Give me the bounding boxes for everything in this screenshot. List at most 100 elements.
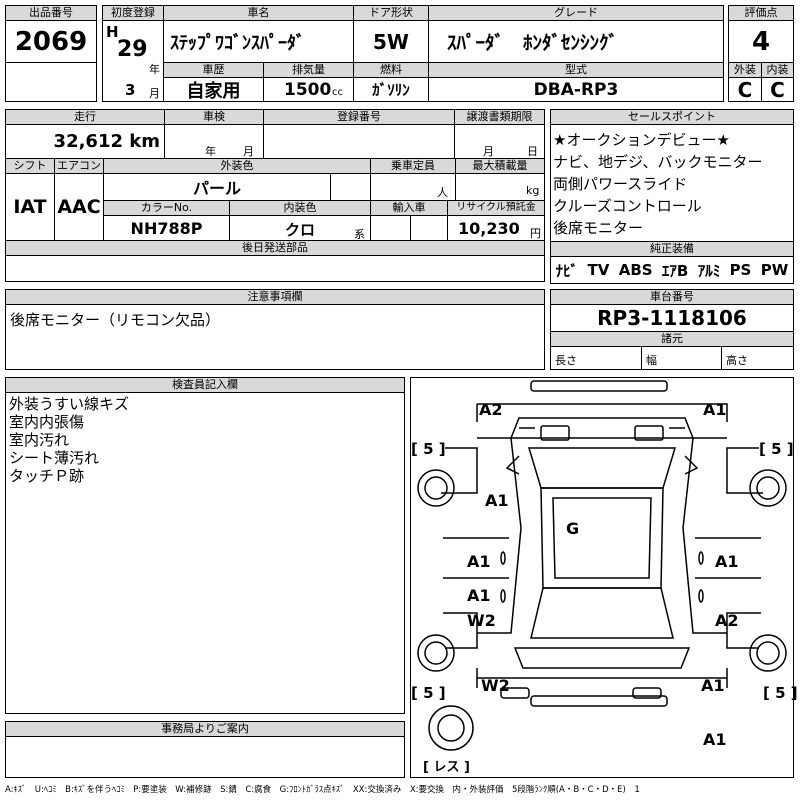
damage-mark: A1 bbox=[703, 730, 727, 749]
damage-mark: A1 bbox=[467, 552, 491, 571]
import-cell-2 bbox=[410, 215, 448, 241]
color: パール bbox=[103, 173, 331, 201]
transfer-day-unit: 日 bbox=[527, 145, 538, 158]
office-cell bbox=[5, 736, 405, 778]
equip-label: 純正装備 bbox=[550, 241, 794, 257]
intcolor-unit: 系 bbox=[354, 228, 365, 241]
model-label: 型式 bbox=[428, 62, 724, 78]
damage-mark: W2 bbox=[467, 611, 496, 630]
chassis-number: RP3-1118106 bbox=[550, 304, 794, 332]
sales-label: セールスポイント bbox=[550, 109, 794, 125]
model: DBA-RP3 bbox=[428, 77, 724, 102]
capacity-unit: 人 bbox=[437, 186, 448, 199]
notes-cell: 後席モニター（リモコン欠品） bbox=[5, 304, 545, 370]
equip-item: PS bbox=[729, 261, 752, 279]
inspect-label: 車検 bbox=[164, 109, 264, 125]
displacement: 1500 bbox=[284, 80, 332, 100]
inspector-label: 検査員記入欄 bbox=[5, 377, 405, 393]
ext-grade: C bbox=[728, 77, 762, 102]
ac: AAC bbox=[54, 173, 104, 241]
tire-tread-rl: [ 5 ] bbox=[411, 684, 446, 702]
equip-item: ﾅﾋﾞ bbox=[555, 261, 579, 280]
history: 自家用 bbox=[163, 77, 264, 102]
chassis-label: 車台番号 bbox=[550, 289, 794, 305]
inspector-line: 外装うすい線キズ bbox=[9, 395, 130, 413]
ac-label: エアコン bbox=[54, 158, 104, 174]
spec-width: 幅 bbox=[646, 354, 657, 367]
int-grade: C bbox=[761, 77, 794, 102]
sales-item: クルーズコントロール bbox=[553, 197, 702, 215]
later-parts-label: 後日発送部品 bbox=[5, 240, 545, 256]
color-extra bbox=[330, 173, 371, 201]
intcolor-label: 内装色 bbox=[229, 200, 371, 216]
damage-mark: G bbox=[566, 519, 580, 538]
import-cell-1 bbox=[370, 215, 411, 241]
damage-diagram: A2 A1 A1 G A1 A1 A1 W2 A2 W2 A1 A1 [ 5 ]… bbox=[410, 377, 798, 778]
shift-label: シフト bbox=[5, 158, 55, 174]
inspector-line: 室内汚れ bbox=[9, 431, 70, 449]
lot-number: 2069 bbox=[5, 20, 97, 63]
reg-year: 29 bbox=[117, 37, 148, 62]
import-label: 輸入車 bbox=[370, 200, 448, 216]
shift: IAT bbox=[5, 173, 55, 241]
mileage-label: 走行 bbox=[5, 109, 165, 125]
ext-label: 外装 bbox=[728, 62, 762, 78]
damage-mark: A1 bbox=[467, 586, 491, 605]
damage-mark: A1 bbox=[703, 400, 727, 419]
office-label: 事務局よりご案内 bbox=[5, 721, 405, 737]
damage-mark: A2 bbox=[715, 611, 739, 630]
inspector-line: 室内内張傷 bbox=[9, 413, 85, 431]
inspector-notes: 外装うすい線キズ 室内内張傷 室内汚れ シート薄汚れ タッチＰ跡 bbox=[5, 392, 405, 714]
regno-label: 登録番号 bbox=[263, 109, 455, 125]
legend: A:ｷｽﾞ U:ﾍｺﾐ B:ｷｽﾞを伴うﾍｺﾐ P:要塗装 W:補修跡 S:錆 … bbox=[5, 785, 640, 795]
capacity-cell: 人 bbox=[370, 173, 456, 201]
sales-list: ★オークションデビュー★ ナビ、地デジ、バックモニター 両側パワースライド クル… bbox=[550, 124, 794, 242]
sales-item: ナビ、地デジ、バックモニター bbox=[553, 153, 763, 171]
lot-label: 出品番号 bbox=[5, 5, 97, 21]
recycle-label: リサイクル預託金 bbox=[447, 200, 545, 216]
spec-length: 長さ bbox=[555, 354, 577, 367]
sales-item: ★オークションデビュー★ bbox=[553, 131, 730, 149]
equip-list: ﾅﾋﾞ TV ABS ｴｱB ｱﾙﾐ PS PW bbox=[550, 256, 794, 284]
fuel: ｶﾞｿﾘﾝ bbox=[353, 77, 429, 102]
recycle-fee: 10,230 bbox=[458, 219, 520, 238]
car-outline bbox=[417, 380, 787, 751]
inspector-line: シート薄汚れ bbox=[9, 449, 100, 467]
door-label: ドア形状 bbox=[353, 5, 429, 21]
lot-blank bbox=[5, 62, 97, 102]
transfer-cell: 月 日 bbox=[454, 124, 545, 159]
tire-tread-fl: [ 5 ] bbox=[411, 440, 446, 458]
load-cell: kg bbox=[455, 173, 545, 201]
disp-unit: cc bbox=[332, 87, 343, 98]
fuel-label: 燃料 bbox=[353, 62, 429, 78]
equip-item: ｴｱB bbox=[661, 261, 689, 280]
reg-label: 初度登録 bbox=[102, 5, 164, 21]
history-label: 車歴 bbox=[163, 62, 264, 78]
equip-item: ABS bbox=[618, 261, 653, 279]
sales-item: 後席モニター bbox=[553, 219, 644, 237]
intcolor-cell: クロ 系 bbox=[229, 215, 371, 241]
mileage: 32,612 km bbox=[5, 124, 165, 159]
load-unit: kg bbox=[526, 184, 540, 197]
reg-month: 3 bbox=[125, 81, 136, 99]
regno-cell bbox=[263, 124, 455, 159]
reg-cell: H 29 年 3 月 bbox=[102, 20, 164, 102]
transfer-month-unit: 月 bbox=[483, 145, 494, 158]
damage-mark: A1 bbox=[485, 491, 509, 510]
tire-tread-fr: [ 5 ] bbox=[759, 440, 794, 458]
recycle-unit: 円 bbox=[530, 227, 541, 240]
inspector-line: タッチＰ跡 bbox=[9, 467, 85, 485]
colorno: NH788P bbox=[103, 215, 230, 241]
spec-height: 高さ bbox=[726, 354, 748, 367]
spare-tire: [ レス ] bbox=[423, 760, 470, 775]
notes-label: 注意事項欄 bbox=[5, 289, 545, 305]
damage-mark: A1 bbox=[701, 676, 725, 695]
spec-label: 諸元 bbox=[550, 331, 794, 347]
damage-mark: A2 bbox=[479, 400, 503, 419]
car-label: 車名 bbox=[163, 5, 354, 21]
color-label: 外装色 bbox=[103, 158, 371, 174]
inspect-cell: 年 月 bbox=[164, 124, 264, 159]
equip-item: TV bbox=[587, 261, 610, 279]
spec-length-cell: 長さ bbox=[550, 346, 642, 370]
score-label: 評価点 bbox=[728, 5, 794, 21]
